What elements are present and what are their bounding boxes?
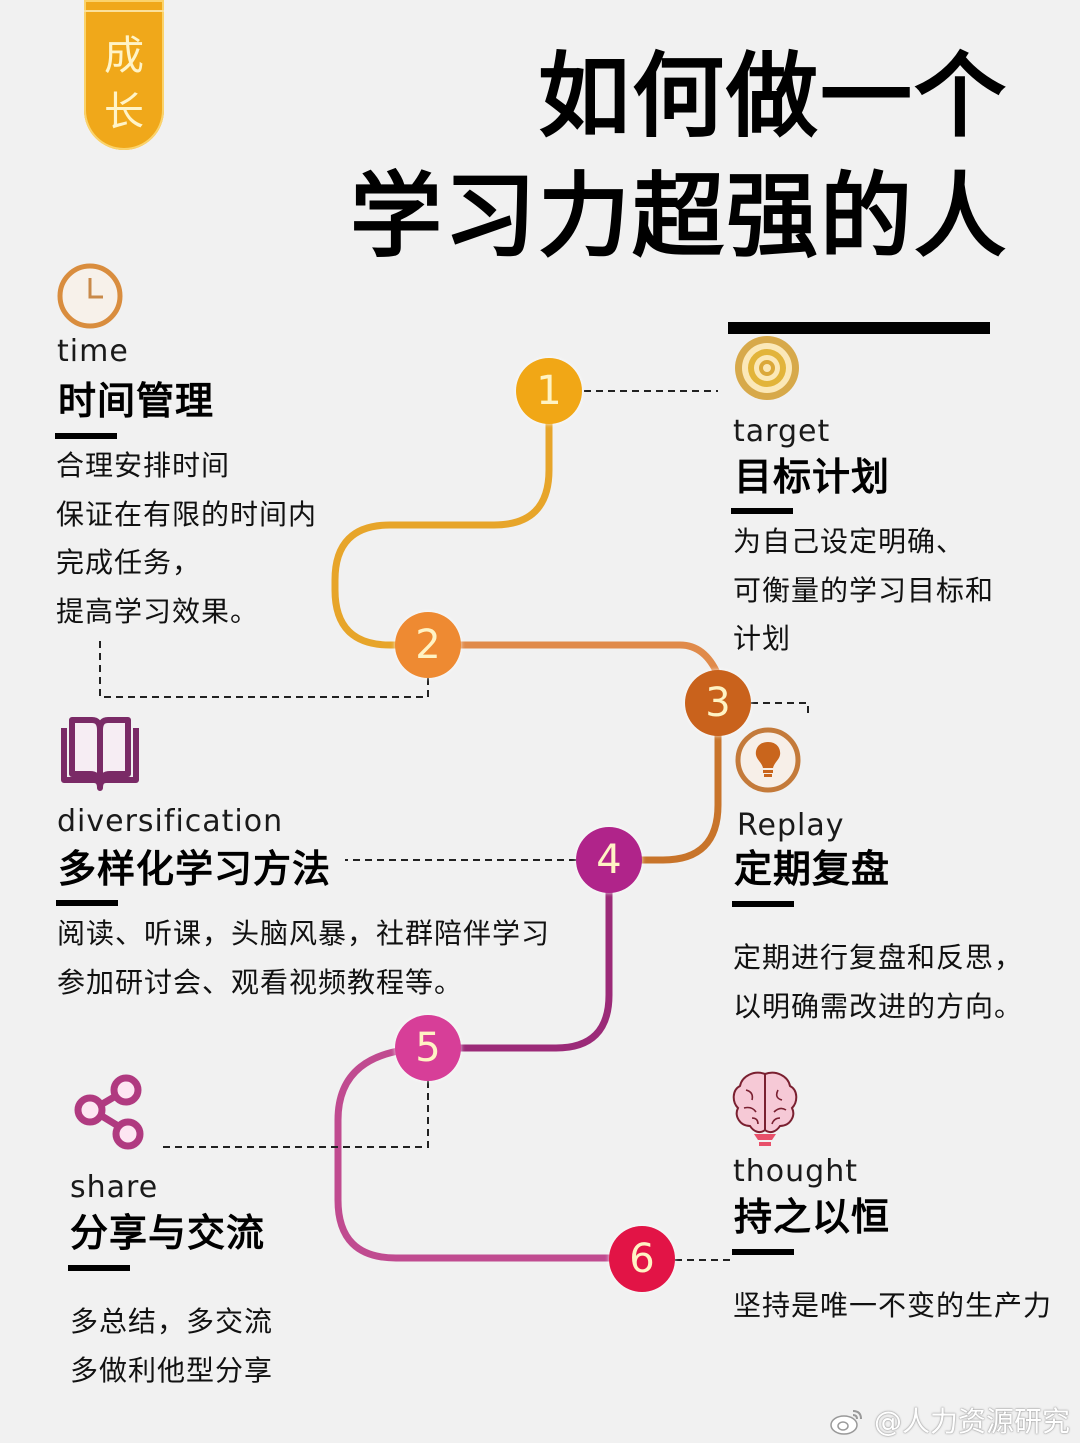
step-node-5: 5	[395, 1015, 461, 1081]
diversification-line-1: 阅读、听课，头脑风暴，社群陪伴学习	[57, 917, 551, 950]
thought-line-1: 坚持是唯一不变的生产力	[733, 1289, 1053, 1322]
time-line-4: 提高学习效果。	[56, 594, 260, 628]
badge-divider	[84, 10, 164, 12]
step-node-3: 3	[685, 670, 751, 736]
time-line-3: 完成任务，	[56, 546, 202, 579]
step-node-1: 1	[516, 358, 582, 424]
target-description: 为自己设定明确、 可衡量的学习目标和 计划	[733, 518, 994, 664]
step-number: 2	[415, 622, 441, 668]
page-title-line2: 学习力超强的人	[349, 163, 1008, 270]
time-rule	[55, 433, 117, 439]
step-number: 4	[596, 837, 622, 883]
watermark-text: @人力资源研究	[873, 1405, 1070, 1438]
thought-en-label: thought	[733, 1154, 858, 1189]
replay-rule	[732, 901, 794, 907]
time-description: 合理安排时间 保证在有限的时间内 完成任务， 提高学习效果。	[56, 442, 317, 636]
share-description: 多总结，多交流 多做利他型分享	[70, 1298, 273, 1395]
target-line-2: 可衡量的学习目标和	[733, 573, 995, 607]
watermark: @人力资源研究	[829, 1400, 1070, 1440]
step-number: 5	[415, 1025, 441, 1071]
thought-rule	[732, 1249, 794, 1255]
dashed-connectors	[99, 390, 809, 1261]
path-segment-2-3	[424, 641, 722, 707]
connector-3-replay	[751, 702, 809, 718]
replay-en-label: Replay	[737, 808, 845, 843]
badge-label: 成 长	[84, 28, 164, 140]
path-segment-1-2	[331, 388, 553, 649]
share-heading: 分享与交流	[70, 1211, 266, 1255]
brain-icon	[732, 1071, 798, 1146]
step-node-2: 2	[395, 612, 461, 678]
page-title-line1: 如何做一个	[537, 43, 1008, 150]
connector-5-share	[162, 1081, 429, 1148]
share-line-1: 多总结，多交流	[70, 1305, 274, 1338]
replay-heading: 定期复盘	[734, 847, 891, 891]
diversification-heading: 多样化学习方法	[58, 847, 332, 891]
share-rule	[68, 1265, 130, 1271]
step-number: 6	[629, 1236, 655, 1282]
time-en-label: time	[57, 334, 129, 369]
target-icon	[735, 336, 799, 400]
time-line-2: 保证在有限的时间内	[56, 497, 318, 531]
target-en-label: target	[733, 414, 831, 449]
diversification-rule	[56, 900, 118, 906]
target-rule	[731, 508, 793, 514]
target-line-1: 为自己设定明确、	[733, 525, 966, 558]
badge-label-line2: 长	[104, 89, 144, 135]
time-line-1: 合理安排时间	[56, 449, 231, 482]
step-number: 1	[536, 368, 562, 414]
share-en-label: share	[70, 1170, 159, 1205]
diversification-en-label: diversification	[57, 804, 284, 839]
thought-description: 坚持是唯一不变的生产力	[733, 1282, 1052, 1331]
path-segment-4-5	[424, 856, 613, 1052]
replay-line-2: 以明确需改进的方向。	[733, 989, 1024, 1023]
title-underline	[728, 322, 990, 334]
target-heading: 目标计划	[734, 455, 891, 499]
diversification-description: 阅读、听课，头脑风暴，社群陪伴学习 参加研讨会、观看视频教程等。	[57, 910, 550, 1007]
share-line-2: 多做利他型分享	[70, 1353, 274, 1387]
time-heading: 时间管理	[58, 379, 215, 423]
diversification-line-2: 参加研讨会、观看视频教程等。	[57, 965, 464, 999]
book-icon	[61, 717, 139, 791]
path-segment-5-6	[334, 1044, 646, 1262]
step-node-4: 4	[576, 827, 642, 893]
clock-icon	[57, 263, 123, 329]
connector-2-time	[99, 638, 429, 698]
share-icon	[74, 1074, 144, 1150]
path-segment-3-4	[605, 699, 722, 864]
replay-description: 定期进行复盘和反思， 以明确需改进的方向。	[733, 934, 1023, 1031]
replay-line-1: 定期进行复盘和反思，	[733, 941, 1024, 974]
thought-heading: 持之以恒	[734, 1195, 891, 1239]
weibo-icon	[830, 1410, 863, 1435]
badge-label-line1: 成	[104, 33, 144, 79]
target-line-3: 计划	[733, 622, 792, 655]
lightbulb-icon	[735, 727, 801, 793]
growth-badge: 成 长	[84, 0, 164, 150]
step-number: 3	[705, 680, 731, 726]
step-node-6: 6	[609, 1226, 675, 1292]
